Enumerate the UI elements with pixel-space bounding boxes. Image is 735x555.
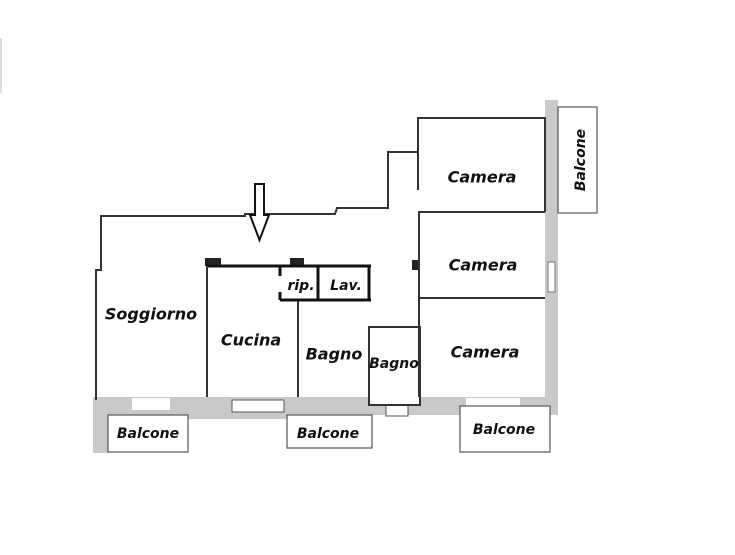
balcony-label-right: Balcone xyxy=(473,422,535,438)
room-label-cucina: Cucina xyxy=(221,331,281,350)
exterior-walls xyxy=(93,100,558,453)
room-label-bagno-1: Bagno xyxy=(306,345,363,364)
balcony-label-center: Balcone xyxy=(297,426,359,442)
room-label-camera-3: Camera xyxy=(451,343,520,362)
outer-wall xyxy=(95,117,546,400)
room-label-ripostiglio: rip. xyxy=(287,278,314,294)
balcony-left xyxy=(107,414,189,453)
balcony-center xyxy=(286,414,373,449)
balcony-right xyxy=(459,405,551,453)
room-label-bagno-2: Bagno xyxy=(369,356,419,372)
interior-walls xyxy=(205,211,545,406)
room-label-camera-1: Camera xyxy=(448,168,517,187)
room-label-camera-2: Camera xyxy=(449,256,518,275)
balcony-side xyxy=(557,106,598,214)
balcony-label-left: Balcone xyxy=(117,426,179,442)
balcony-label-side: Balcone xyxy=(573,129,589,191)
room-label-soggiorno: Soggiorno xyxy=(105,305,197,324)
entrance-arrow-icon xyxy=(248,183,271,243)
room-label-lavanderia: Lav. xyxy=(330,278,362,294)
